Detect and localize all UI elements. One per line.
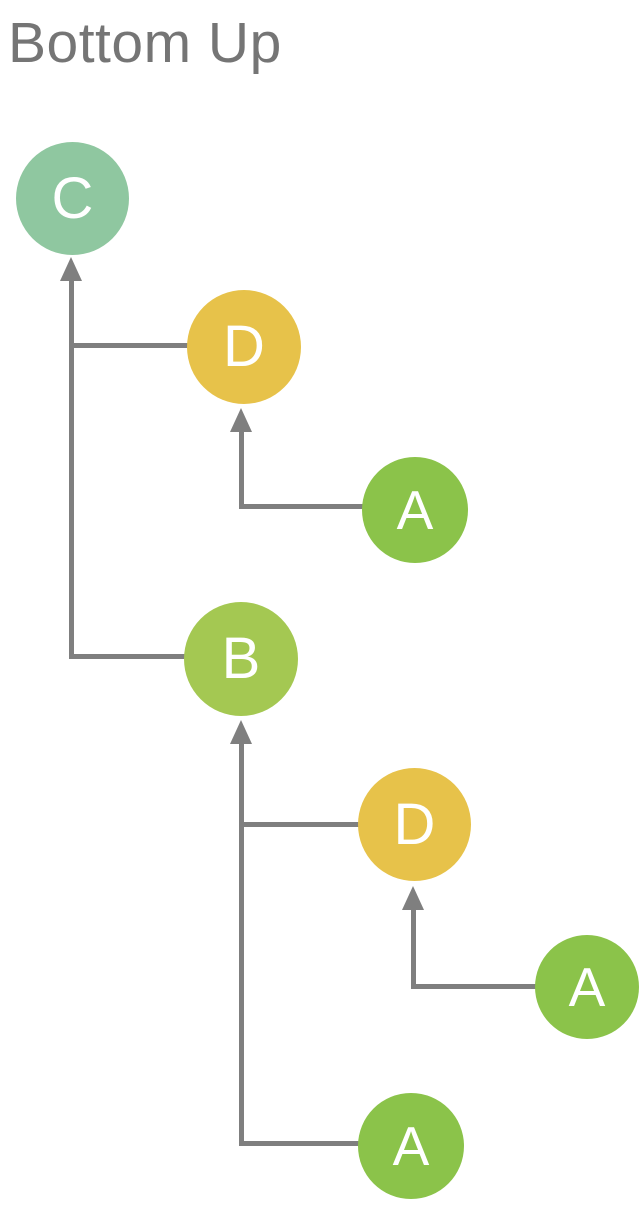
edge-branch-a3-to-b bbox=[239, 1141, 361, 1146]
node-c: C bbox=[16, 142, 129, 255]
edge-branch-b-to-c bbox=[69, 654, 187, 659]
node-a-right: A bbox=[535, 935, 639, 1039]
node-b: B bbox=[184, 602, 298, 716]
node-a-right-label: A bbox=[568, 955, 606, 1018]
node-d-lower: D bbox=[358, 768, 471, 881]
edge-trunk-to-c bbox=[69, 281, 74, 659]
arrowhead-to-d1 bbox=[230, 408, 252, 432]
node-a-upper-label: A bbox=[396, 478, 434, 541]
edge-branch-d2-to-b bbox=[239, 822, 362, 827]
edge-a1-to-d1-vertical bbox=[239, 432, 244, 509]
arrowhead-to-d2 bbox=[402, 886, 424, 910]
arrowhead-to-c bbox=[60, 257, 82, 281]
node-c-label: C bbox=[51, 165, 94, 231]
edge-a2-to-d2-horizontal bbox=[411, 984, 538, 989]
node-d-lower-label: D bbox=[393, 791, 436, 857]
edge-a1-to-d1-horizontal bbox=[239, 504, 365, 509]
edge-a2-to-d2-vertical bbox=[411, 910, 416, 989]
arrowhead-to-b bbox=[230, 720, 252, 744]
node-a-bottom: A bbox=[358, 1093, 464, 1199]
edge-branch-d1-to-c bbox=[69, 343, 191, 348]
node-d-upper: D bbox=[187, 290, 301, 404]
edge-trunk-to-b bbox=[239, 744, 244, 1146]
node-d-upper-label: D bbox=[223, 314, 265, 379]
node-b-label: B bbox=[221, 626, 261, 691]
diagram-title: Bottom Up bbox=[8, 11, 282, 75]
node-a-upper: A bbox=[362, 457, 468, 563]
node-a-bottom-label: A bbox=[392, 1114, 430, 1177]
